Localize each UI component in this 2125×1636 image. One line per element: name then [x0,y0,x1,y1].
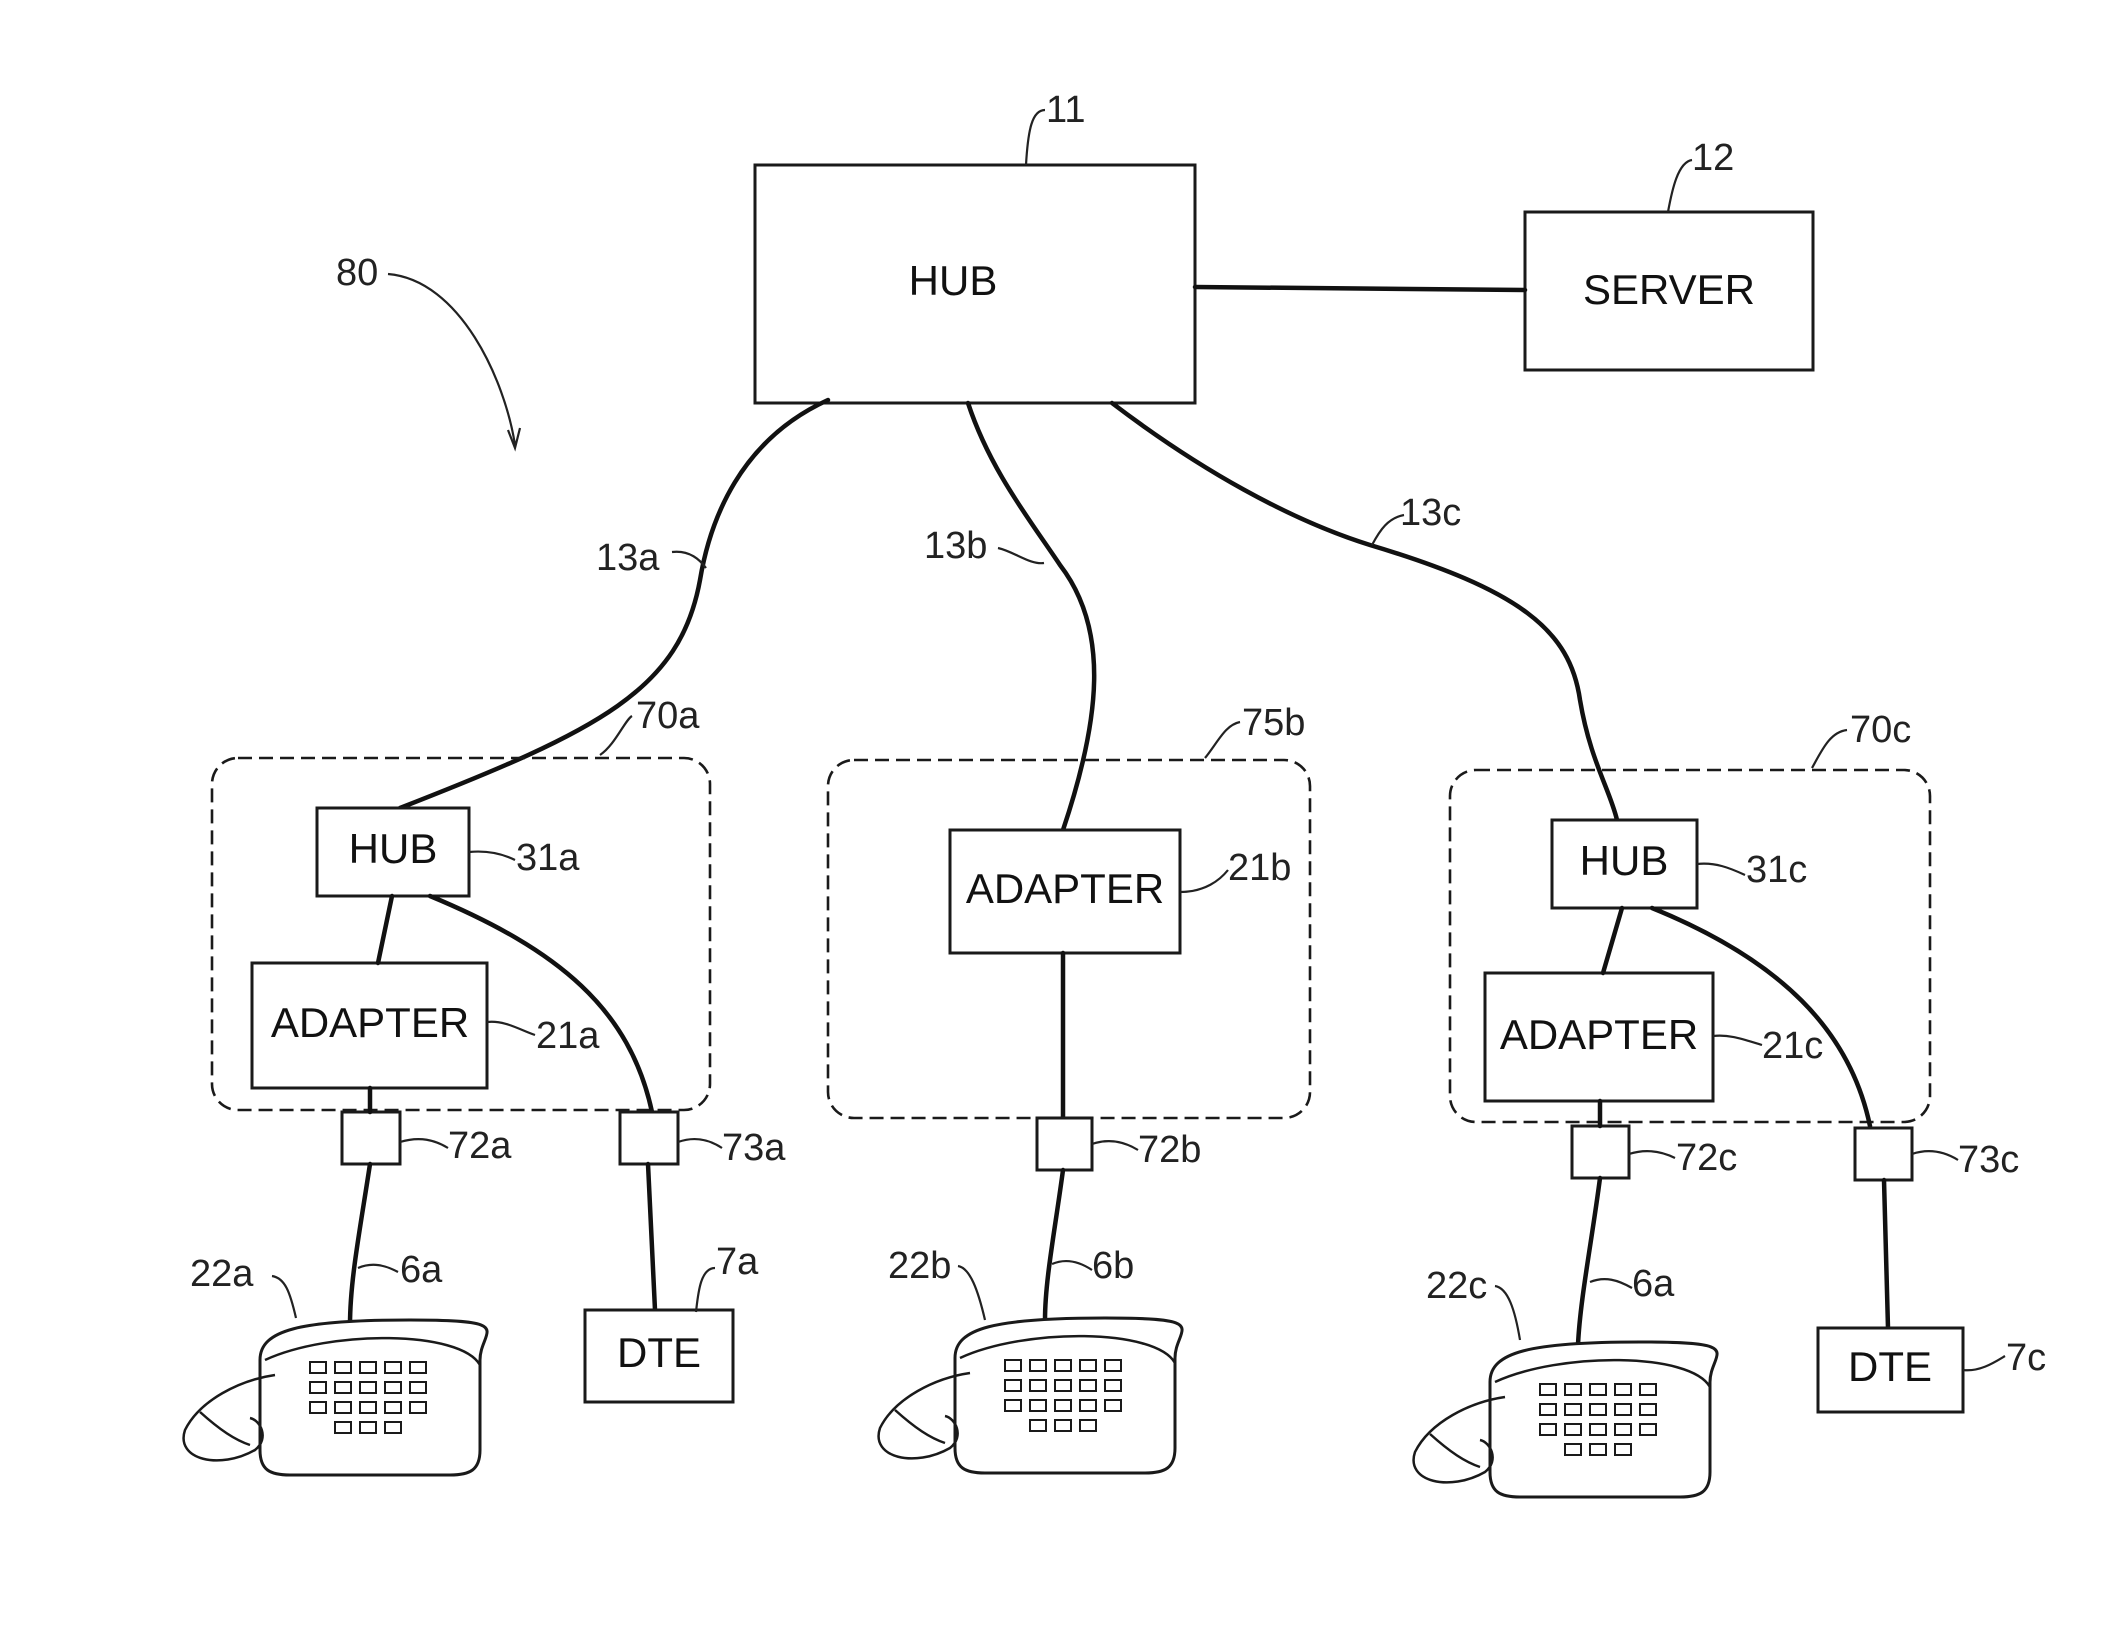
hub-31c: HUB [1552,820,1697,908]
ref-13a: 13a [596,537,660,579]
adapter-21a: ADAPTER [252,963,487,1088]
ref-7c: 7c [2006,1337,2046,1379]
jack-72c [1572,1126,1629,1178]
ref-80: 80 [336,252,378,294]
ref-70c: 70c [1850,709,1911,751]
main-hub-label: HUB [909,257,998,304]
ref-21b: 21b [1228,847,1291,889]
ref-22c: 22c [1426,1265,1487,1307]
wire-6a-right [1578,1178,1600,1345]
ref-70a: 70a [636,695,700,737]
ref-12: 12 [1692,137,1734,179]
wire-6a-left [350,1164,370,1325]
ref-21a: 21a [536,1015,600,1057]
ref-6a-left: 6a [400,1249,443,1291]
ref-22a: 22a [190,1253,254,1295]
hub-31a: HUB [317,808,469,896]
adapter-21a-label: ADAPTER [271,999,469,1046]
hub-server-link [1195,287,1525,290]
dte-7c: DTE [1818,1328,1963,1412]
hub-31a-label: HUB [349,825,438,872]
ref-72c: 72c [1676,1137,1737,1179]
jack-73a [620,1112,678,1164]
dte-7c-label: DTE [1848,1343,1932,1390]
ref-73c: 73c [1958,1139,2019,1181]
ref-72b: 72b [1138,1129,1201,1171]
wire-hub31c-adapter21c [1603,908,1622,973]
ref-75b: 75b [1242,702,1305,744]
ref-22b: 22b [888,1245,951,1287]
wire-13b [968,403,1094,830]
wire-13a [400,400,828,808]
dte-7a: DTE [585,1310,733,1402]
ref-31c: 31c [1746,849,1807,891]
ref-72a: 72a [448,1125,512,1167]
adapter-21c-label: ADAPTER [1500,1011,1698,1058]
telephone-22a-icon [184,1320,488,1475]
ref-31a: 31a [516,837,580,879]
ref-11: 11 [1046,89,1085,131]
ref-13b: 13b [924,525,987,567]
jack-73c [1855,1128,1912,1180]
telephone-22c-icon [1414,1342,1718,1497]
wire-hub31a-adapter21a [378,896,392,963]
wire-13c [1112,403,1617,820]
adapter-21b-label: ADAPTER [966,865,1164,912]
wire-jack73a-dte [648,1164,655,1310]
adapter-21c: ADAPTER [1485,973,1713,1101]
ref-6b: 6b [1092,1245,1134,1287]
server-label: SERVER [1583,266,1755,313]
ref-7a: 7a [716,1241,759,1283]
wire-6b [1045,1170,1063,1320]
jack-72a [342,1112,400,1164]
adapter-21b: ADAPTER [950,830,1180,953]
hub-31c-label: HUB [1580,837,1669,884]
main-hub: HUB [755,165,1195,403]
dte-7a-label: DTE [617,1329,701,1376]
ref-21c: 21c [1762,1025,1823,1067]
wire-jack73c-dte [1884,1180,1888,1328]
telephone-22b-icon [879,1318,1183,1473]
server: SERVER [1525,212,1813,370]
ref-73a: 73a [722,1127,786,1169]
ref-6a-right: 6a [1632,1263,1675,1305]
ref-13c: 13c [1400,492,1461,534]
jack-72b [1037,1118,1092,1170]
